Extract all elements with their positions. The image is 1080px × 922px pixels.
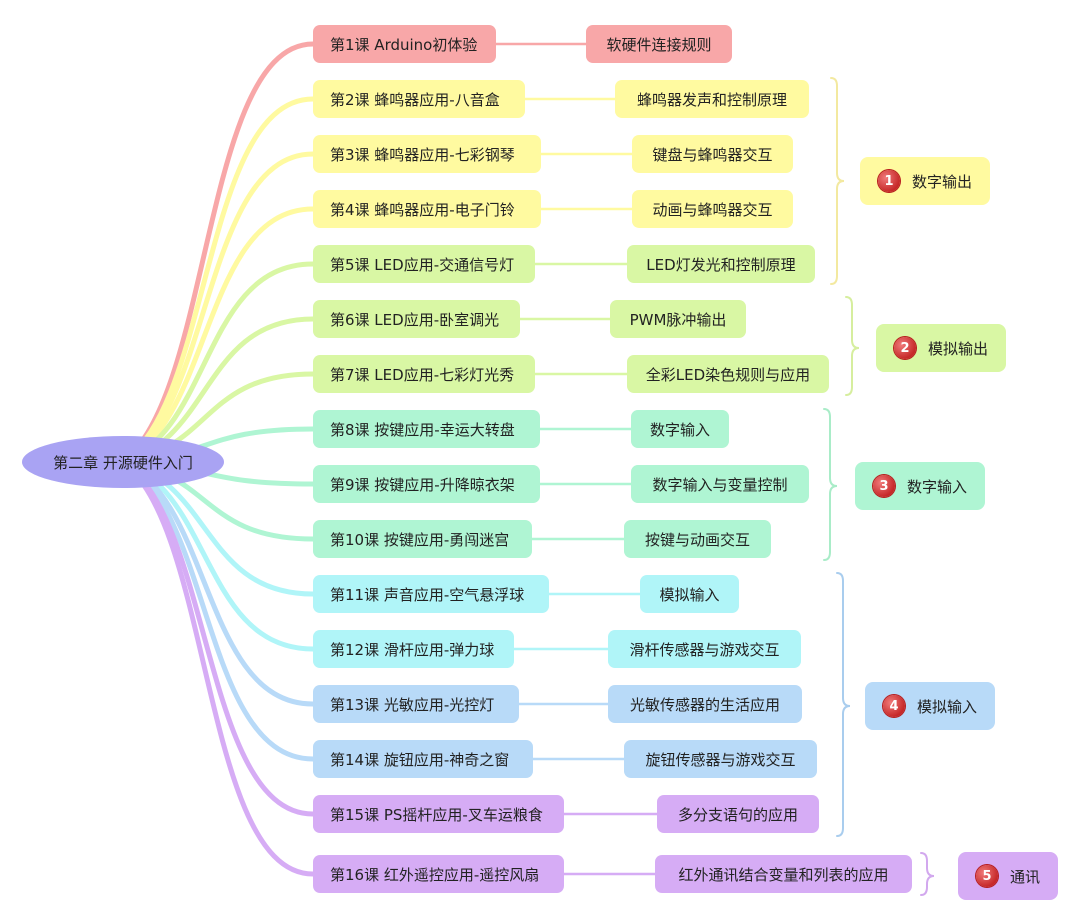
topic-node[interactable]: LED灯发光和控制原理 <box>627 245 815 283</box>
branch-connector <box>119 459 316 877</box>
lesson-node[interactable]: 第6课 LED应用-卧室调光 <box>313 300 520 338</box>
number-badge-icon: 1 <box>877 170 900 192</box>
lesson-node[interactable]: 第7课 LED应用-七彩灯光秀 <box>313 355 535 393</box>
group-label: 通讯 <box>1009 867 1040 886</box>
group-label: 模拟输入 <box>916 697 977 716</box>
lesson-node[interactable]: 第1课 Arduino初体验 <box>313 25 496 63</box>
number-badge-icon: 4 <box>882 695 905 717</box>
topic-node[interactable]: 数字输入 <box>631 410 729 448</box>
number-badge-icon: 5 <box>975 865 998 887</box>
group-node[interactable]: 2 模拟输出 <box>876 324 1006 372</box>
topic-node[interactable]: 键盘与蜂鸣器交互 <box>632 135 793 173</box>
group-bracket <box>845 296 860 396</box>
lesson-node[interactable]: 第4课 蜂鸣器应用-电子门铃 <box>313 190 541 228</box>
lesson-node[interactable]: 第5课 LED应用-交通信号灯 <box>313 245 535 283</box>
group-label: 模拟输出 <box>927 339 988 358</box>
lesson-node[interactable]: 第2课 蜂鸣器应用-八音盒 <box>313 80 525 118</box>
topic-node[interactable]: 旋钮传感器与游戏交互 <box>624 740 817 778</box>
topic-node[interactable]: 多分支语句的应用 <box>657 795 819 833</box>
group-node[interactable]: 5 通讯 <box>958 852 1058 900</box>
root-node[interactable]: 第二章 开源硬件入门 <box>22 436 224 488</box>
group-bracket <box>836 572 851 837</box>
lesson-node[interactable]: 第15课 PS摇杆应用-叉车运粮食 <box>313 795 564 833</box>
topic-node[interactable]: 模拟输入 <box>640 575 739 613</box>
group-bracket <box>823 408 838 561</box>
topic-node[interactable]: 光敏传感器的生活应用 <box>608 685 802 723</box>
number-badge-icon: 2 <box>893 337 916 359</box>
topic-node[interactable]: 动画与蜂鸣器交互 <box>632 190 793 228</box>
lesson-node[interactable]: 第9课 按键应用-升降晾衣架 <box>313 465 540 503</box>
group-bracket <box>830 77 845 285</box>
lesson-node[interactable]: 第11课 声音应用-空气悬浮球 <box>313 575 549 613</box>
topic-node[interactable]: 软硬件连接规则 <box>586 25 732 63</box>
group-node[interactable]: 4 模拟输入 <box>865 682 995 730</box>
lesson-node[interactable]: 第10课 按键应用-勇闯迷宫 <box>313 520 532 558</box>
group-node[interactable]: 1 数字输出 <box>860 157 990 205</box>
branch-connector <box>119 41 316 465</box>
group-label: 数字输入 <box>906 477 967 496</box>
topic-node[interactable]: 蜂鸣器发声和控制原理 <box>615 80 809 118</box>
lesson-node[interactable]: 第16课 红外遥控应用-遥控风扇 <box>313 855 564 893</box>
lesson-node[interactable]: 第14课 旋钮应用-神奇之窗 <box>313 740 533 778</box>
group-bracket <box>920 852 935 896</box>
lesson-node[interactable]: 第3课 蜂鸣器应用-七彩钢琴 <box>313 135 541 173</box>
branch-connector <box>119 459 316 762</box>
lesson-node[interactable]: 第8课 按键应用-幸运大转盘 <box>313 410 540 448</box>
topic-node[interactable]: 滑杆传感器与游戏交互 <box>608 630 801 668</box>
branch-connector <box>119 459 316 817</box>
topic-node[interactable]: 按键与动画交互 <box>624 520 771 558</box>
group-node[interactable]: 3 数字输入 <box>855 462 985 510</box>
branch-connector <box>119 96 316 465</box>
topic-node[interactable]: 数字输入与变量控制 <box>631 465 809 503</box>
topic-node[interactable]: 红外通讯结合变量和列表的应用 <box>655 855 912 893</box>
topic-node[interactable]: 全彩LED染色规则与应用 <box>627 355 829 393</box>
lesson-node[interactable]: 第12课 滑杆应用-弹力球 <box>313 630 514 668</box>
branch-connector <box>119 151 316 465</box>
lesson-node[interactable]: 第13课 光敏应用-光控灯 <box>313 685 519 723</box>
topic-node[interactable]: PWM脉冲输出 <box>610 300 746 338</box>
number-badge-icon: 3 <box>872 475 895 497</box>
group-label: 数字输出 <box>911 172 972 191</box>
